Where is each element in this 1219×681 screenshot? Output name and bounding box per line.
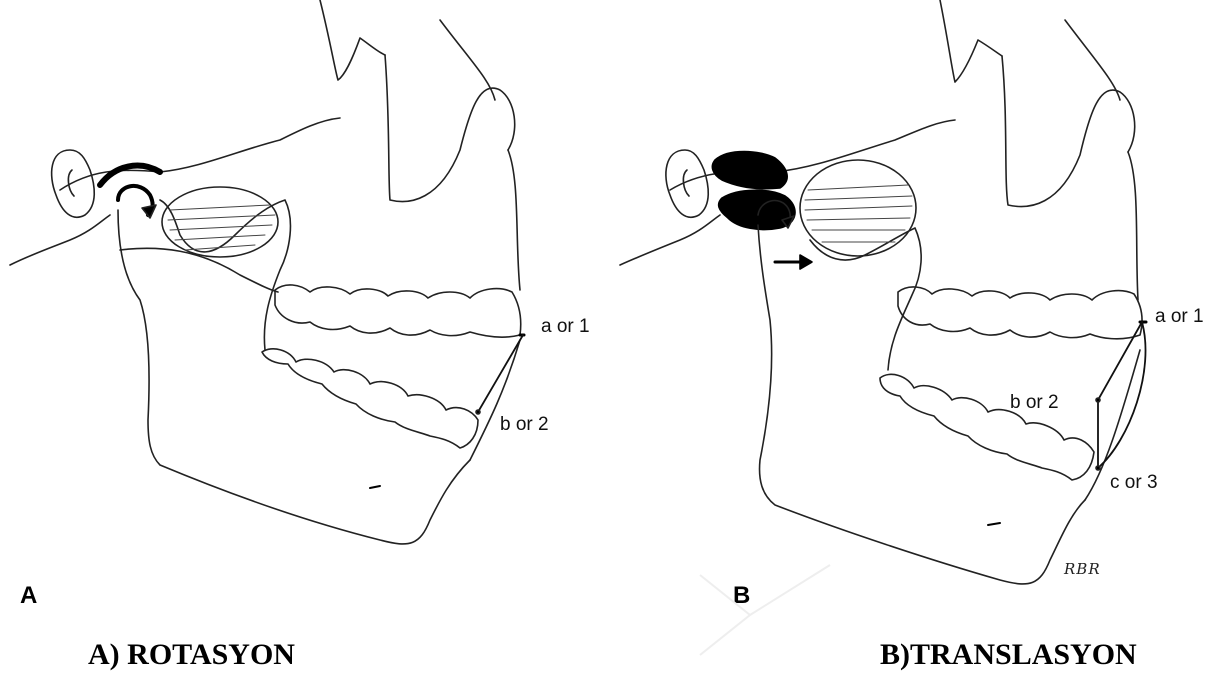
skull-jaw-illustration-a	[0, 0, 600, 620]
point-label-a1-b: a or 1	[1155, 306, 1204, 328]
caption-translation: B)TRANSLASYON	[880, 638, 1137, 672]
point-label-b2: b or 2	[500, 414, 549, 436]
point-label-c3-b: c or 3	[1110, 472, 1158, 494]
point-label-a1: a or 1	[541, 316, 590, 338]
point-label-b2-b: b or 2	[1010, 392, 1059, 414]
figure-b-translation: a or 1 b or 2 c or 3 RBR B	[610, 0, 1219, 620]
skull-jaw-illustration-b	[610, 0, 1219, 620]
panel-letter-a: A	[20, 582, 37, 610]
caption-rotation: A) ROTASYON	[88, 638, 295, 672]
artist-signature: RBR	[1064, 560, 1101, 578]
watermark-mark	[690, 555, 840, 665]
figure-a-rotation: a or 1 b or 2 A	[0, 0, 600, 620]
